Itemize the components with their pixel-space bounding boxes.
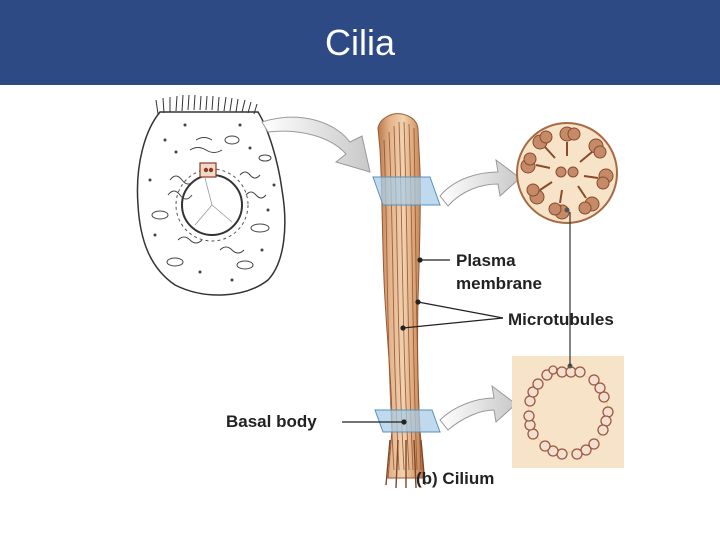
label-basal-body: Basal body <box>226 412 317 431</box>
figure-caption: (b) Cilium <box>416 469 494 488</box>
cell-to-cilium-arrow <box>261 116 371 173</box>
label-microtubules: Microtubules <box>508 310 614 329</box>
upper-section-plane <box>372 176 441 206</box>
title-bar: Cilia <box>0 0 720 85</box>
cell-illustration <box>136 94 286 296</box>
slide-title: Cilia <box>324 22 395 63</box>
label-plasma-membrane-line1: Plasma <box>456 251 516 270</box>
basal-body-cross-section <box>512 356 624 468</box>
lower-section-plane <box>374 409 441 433</box>
upper-section-arrow <box>439 158 521 207</box>
cell-cilia-tuft <box>155 94 258 115</box>
axoneme-cross-section <box>516 122 618 224</box>
lower-section-arrow <box>439 384 517 431</box>
label-plasma-membrane-line2: membrane <box>456 274 542 293</box>
